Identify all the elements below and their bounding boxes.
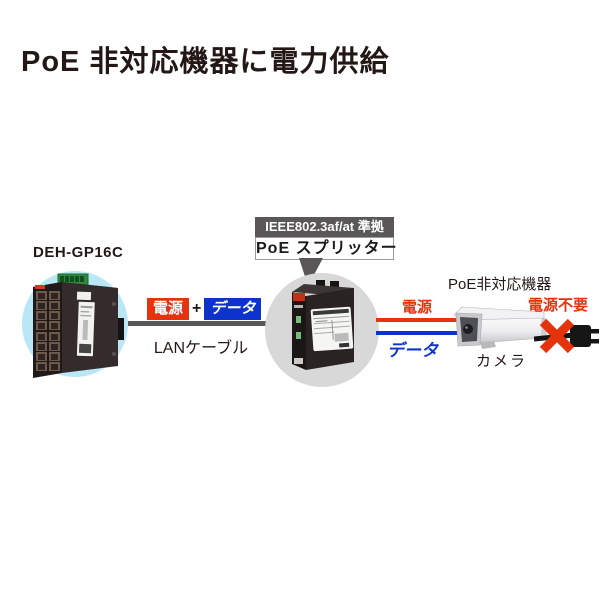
lan-link-badges: 電源 + データ	[147, 298, 262, 320]
lan-cable-label: LANケーブル	[153, 340, 249, 357]
callout-pointer	[299, 258, 323, 286]
x-mark-icon	[539, 318, 575, 354]
power-badge: 電源	[147, 298, 190, 320]
plus-sign: +	[192, 300, 202, 317]
camera-icon	[453, 306, 547, 349]
data-line-label: データ	[387, 341, 438, 360]
power-plug-icon	[570, 325, 591, 347]
page-title: PoE 非対応機器に電力供給	[21, 46, 390, 78]
network-switch-icon	[33, 273, 124, 378]
power-line	[376, 318, 462, 322]
rj45-ports	[36, 291, 60, 371]
poe-splitter-icon	[292, 280, 354, 370]
data-line	[376, 331, 458, 335]
power-plug-crossed-icon	[534, 318, 599, 354]
lan-cable-line	[128, 321, 278, 326]
splitter-name-label: PoE スプリッター	[255, 237, 397, 260]
camera-name-label: カメラ	[476, 353, 528, 370]
switch-model-label: DEH-GP16C	[33, 244, 124, 261]
power-line-label: 電源	[402, 299, 433, 316]
no-power-label: 電源不要	[528, 297, 589, 314]
device-category-label: PoE非対応機器	[448, 276, 552, 293]
splitter-standard-label: IEEE802.3af/at 準拠	[255, 217, 394, 237]
splitter-spec-label	[310, 306, 354, 352]
data-badge: データ	[204, 298, 262, 320]
